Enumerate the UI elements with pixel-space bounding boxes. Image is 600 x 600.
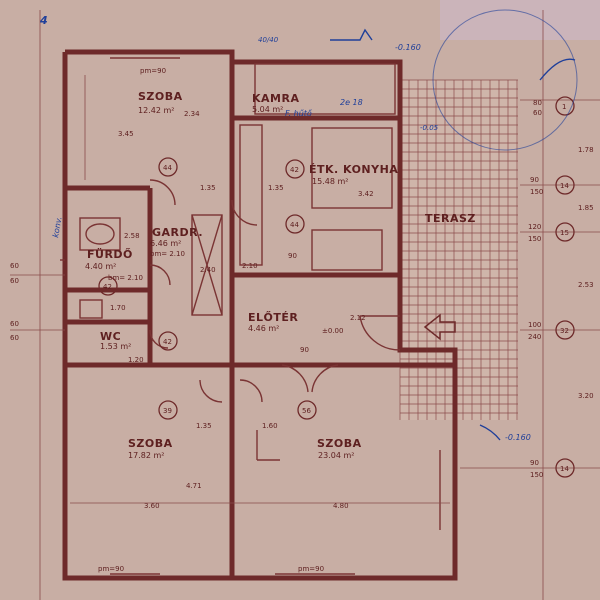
right-80: 80 — [533, 99, 542, 107]
dim-178: 1.78 — [578, 146, 594, 154]
kamra-note: F. hűtő — [285, 109, 312, 118]
room-area-szoba-left: 17.82 m² — [128, 451, 164, 460]
right-90b: 90 — [530, 459, 539, 467]
dim-210: 2.10 — [242, 262, 258, 270]
room-name-gardr: GARDR. — [152, 226, 203, 239]
room-area-etk-konyha: 15.48 m² — [312, 177, 348, 186]
dim-258: 2.58 — [124, 232, 140, 240]
room-name-furdo: FÜRDŐ — [87, 247, 133, 261]
right-120: 120 — [528, 223, 541, 231]
top-note: 40/40 — [258, 36, 279, 44]
dim-480: 4.80 — [333, 502, 349, 510]
room-area-furdo: 4.40 m² — [85, 262, 116, 271]
dim-90b: 90 — [300, 346, 309, 354]
right-60: 60 — [533, 109, 542, 117]
door-tag-39: 39 — [163, 407, 172, 415]
room-area-kamra: 5.04 m² — [252, 105, 283, 114]
room-area-szoba-top: 12.42 m² — [138, 106, 174, 115]
door-tag-56: 56 — [302, 407, 311, 415]
dim-212: 2.12 — [350, 314, 366, 322]
right-150c: 150 — [530, 471, 543, 479]
interior-details — [60, 57, 441, 575]
dim-160: 1.60 — [262, 422, 278, 430]
pen-annotations: -0.05 -0.160 -0.160 40/40 F. hűtő 2e 18 … — [39, 9, 578, 442]
dim-185: 1.85 — [578, 204, 594, 212]
stairs-note: 4 — [39, 14, 48, 27]
left-60b: 60 — [10, 277, 19, 285]
dim-135b: 1.35 — [268, 184, 284, 192]
right-150a: 150 — [530, 188, 543, 196]
sill-szoba-left: pm=90 — [98, 565, 124, 573]
left-60d: 60 — [10, 334, 19, 342]
dim-345: 3.45 — [118, 130, 134, 138]
left-60a: 60 — [10, 262, 19, 270]
room-area-gardr: 6.46 m² — [150, 239, 181, 248]
room-name-terasz: TERASZ — [425, 212, 476, 225]
room-name-szoba-left: SZOBA — [128, 437, 173, 450]
side-note: konv. — [51, 216, 64, 238]
room-name-kamra: KAMRA — [252, 92, 299, 105]
sill-furdo: bm= 2.10 — [108, 274, 143, 282]
side-labels: 60 60 60 60 80 60 90 150 120 150 100 240… — [10, 99, 543, 479]
room-name-etk-konyha: ÉTK. KONYHA — [309, 163, 398, 176]
axis-tag-14a: 14 — [560, 182, 569, 190]
right-150b: 150 — [528, 235, 541, 243]
right-240: 240 — [528, 333, 541, 341]
axis-tag-14b: 14 — [560, 465, 569, 473]
sill-gardr: bm= 2.10 — [150, 250, 185, 258]
door-tag-44a: 44 — [163, 164, 172, 172]
dim-471: 4.71 — [186, 482, 202, 490]
axis-tag-1: 1 — [562, 103, 566, 111]
dim-135c: 1.35 — [196, 422, 212, 430]
dim-360: 3.60 — [144, 502, 160, 510]
axis-tags: 1 14 15 32 14 — [555, 96, 575, 478]
door-tags: 44 42 44 42 42 39 56 — [98, 157, 317, 420]
left-60c: 60 — [10, 320, 19, 328]
dim-253: 2.53 — [578, 281, 594, 289]
dim-120: 1.20 — [128, 356, 144, 364]
dimension-texts: 3.45 2.34 1.35 1.35 3.42 2.53 3.60 4.80 … — [110, 110, 594, 510]
room-name-szoba-right: SZOBA — [317, 437, 362, 450]
room-name-szoba-top: SZOBA — [138, 90, 183, 103]
room-area-szoba-right: 23.04 m² — [318, 451, 354, 460]
blurred-header — [440, 0, 600, 40]
axis-tag-15: 15 — [560, 229, 569, 237]
level-note-3: -0.160 — [505, 433, 531, 442]
sill-szoba-top: pm=90 — [140, 67, 166, 75]
entry-arrow-icon — [423, 313, 456, 341]
door-tag-42b: 42 — [103, 283, 112, 291]
door-tag-42c: 42 — [163, 338, 172, 346]
right-90a: 90 — [530, 176, 539, 184]
room-name-eloter: ELŐTÉR — [248, 310, 298, 324]
room-area-wc: 1.53 m² — [100, 342, 131, 351]
sill-szoba-right: pm=90 — [298, 565, 324, 573]
terrace-tiles — [399, 79, 518, 420]
level-eloter: ±0.00 — [322, 327, 343, 335]
room-area-eloter: 4.46 m² — [248, 324, 279, 333]
right-100: 100 — [528, 321, 541, 329]
dim-240: 2.40 — [200, 266, 216, 274]
kamra-note-2: 2e 18 — [340, 98, 363, 107]
axis-tag-32: 32 — [560, 327, 569, 335]
dim-320: 3.20 — [578, 392, 594, 400]
room-name-wc: WC — [100, 330, 121, 343]
door-tag-42a: 42 — [290, 166, 299, 174]
level-note-1: -0.05 — [420, 124, 439, 132]
door-tag-44b: 44 — [290, 221, 299, 229]
dim-90a: 90 — [288, 252, 297, 260]
dimension-lines — [10, 10, 600, 600]
dim-234: 2.34 — [184, 110, 200, 118]
outer-walls — [62, 49, 458, 581]
dim-135a: 1.35 — [200, 184, 216, 192]
dim-170: 1.70 — [110, 304, 126, 312]
level-note-2: -0.160 — [395, 43, 421, 52]
room-labels: SZOBA 12.42 m² pm=90 KAMRA 5.04 m² ÉTK. … — [85, 67, 476, 573]
dim-342: 3.42 — [358, 190, 374, 198]
